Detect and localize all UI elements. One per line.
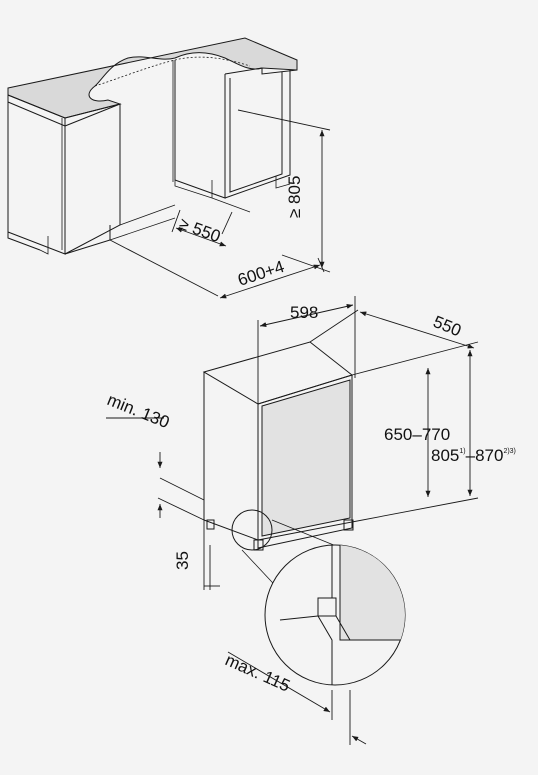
appliance-door [261,379,351,537]
height-range2-sup1: 1) [459,448,465,455]
appliance-height-range-label: 650–770 [384,425,450,444]
niche-illustration [7,37,298,255]
niche-dimensions: ≥ 805 ≥ 550 600+4 [109,109,331,299]
min-clearance-label: min. 130 [105,390,173,432]
niche-height-label: ≥ 805 [285,176,304,218]
zoom-detail: max. 115 [222,519,406,745]
appliance-width-label: 598 [290,303,318,322]
height-range2-dash: –870 [466,446,504,465]
appliance-illustration [202,341,354,551]
height-range2-main: 805 [431,446,459,465]
counter-top [7,37,298,119]
appliance-height-range2-label: 8051)–8702)3) [431,446,516,465]
niche-depth-label: ≥ 550 [177,214,223,246]
plinth-label: 35 [173,551,192,570]
height-range2-sup2: 2)3) [503,448,515,455]
